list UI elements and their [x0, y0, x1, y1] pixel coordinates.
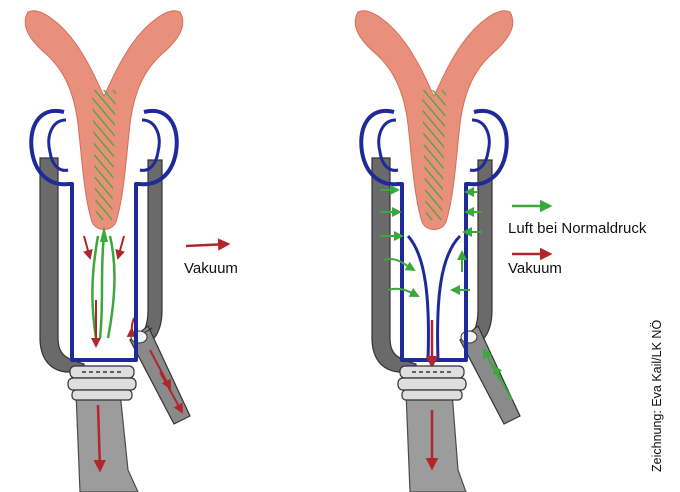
right-teatcup	[355, 11, 550, 492]
right-teat-canal	[422, 90, 446, 220]
right-collar	[398, 366, 466, 400]
left-teat-canal	[92, 90, 116, 220]
vacuum-label-left: Vakuum	[184, 260, 238, 278]
left-collar	[68, 366, 136, 400]
left-shell-left	[40, 158, 84, 372]
right-collapsed-liner	[408, 236, 460, 360]
air-normal-pressure-label: Luft bei Normaldruck	[508, 220, 646, 238]
vacuum-label-right: Vakuum	[508, 260, 562, 278]
left-teatcup	[25, 11, 228, 492]
illustration-credit: Zeichnung: Eva Kail/LK NÖ	[650, 320, 664, 472]
left-vacuum-arrow	[186, 244, 228, 246]
right-milk-hose	[406, 392, 466, 492]
left-milk-hose	[76, 392, 138, 492]
